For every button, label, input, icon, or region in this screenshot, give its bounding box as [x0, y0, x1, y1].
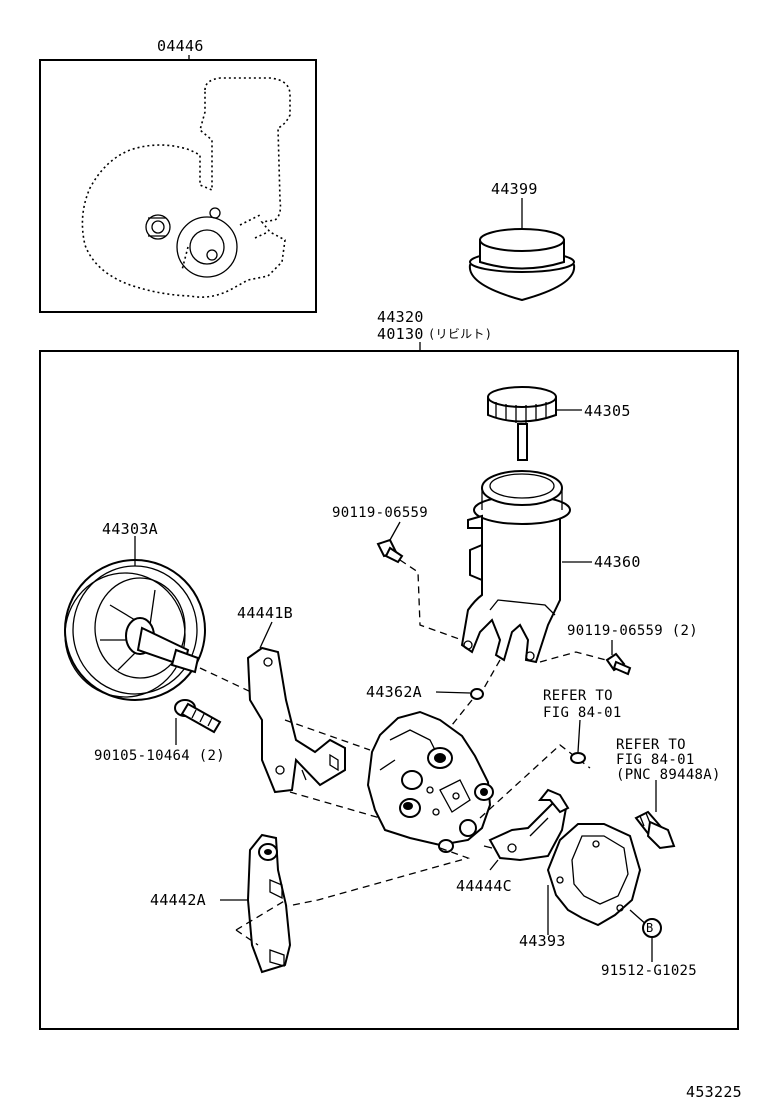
label-40130: 40130: [377, 325, 424, 343]
bolt-90119-right: [605, 652, 632, 676]
label-04446: 04446: [157, 37, 204, 55]
label-refer-2-line1: REFER TO: [616, 737, 686, 753]
reservoir-cap-cover: [468, 228, 576, 302]
kit-frame: [39, 59, 317, 313]
label-callout-b: B: [646, 921, 654, 935]
label-44362A: 44362A: [366, 683, 422, 701]
pressure-switch: [634, 810, 676, 850]
label-90105-10464: 90105-10464 (2): [94, 748, 225, 764]
label-44303A: 44303A: [102, 520, 158, 538]
o-ring-ref: [570, 752, 586, 764]
pump-body: [366, 710, 494, 853]
label-refer-2-line2: FIG 84-01: [616, 752, 695, 768]
bracket-44444C: [488, 788, 570, 862]
label-refer-2-line3: (PNC 89448A): [616, 767, 721, 783]
label-90119-06559-top: 90119-06559: [332, 505, 429, 521]
bracket-44441B: [246, 646, 346, 794]
bolt-90105: [174, 699, 222, 734]
label-44399: 44399: [491, 180, 538, 198]
label-91512-G1025: 91512-G1025: [601, 963, 698, 979]
assembly-frame: [39, 350, 739, 1030]
label-44441B: 44441B: [237, 604, 293, 622]
label-90119-06559-right: 90119-06559 (2): [567, 623, 698, 639]
reservoir-tank: [460, 470, 571, 664]
label-44320: 44320: [377, 308, 424, 326]
kit-outline-drawing: [81, 77, 291, 298]
label-44305: 44305: [584, 402, 631, 420]
label-44360: 44360: [594, 553, 641, 571]
bolt-90119-top: [376, 538, 404, 564]
label-refer-1-line2: FIG 84-01: [543, 705, 622, 721]
pulley-44303A: [64, 559, 206, 701]
reservoir-cap: [487, 386, 557, 461]
bracket-44442A: [246, 833, 292, 974]
o-ring-44362A: [470, 688, 484, 700]
gasket-44393: [546, 823, 642, 927]
label-44442A: 44442A: [150, 891, 206, 909]
label-40130-note: (リビルト): [428, 327, 493, 341]
label-refer-1-line1: REFER TO: [543, 688, 613, 704]
diagram-id: 453225: [686, 1083, 742, 1101]
label-44444C: 44444C: [456, 877, 512, 895]
label-44393: 44393: [519, 932, 566, 950]
